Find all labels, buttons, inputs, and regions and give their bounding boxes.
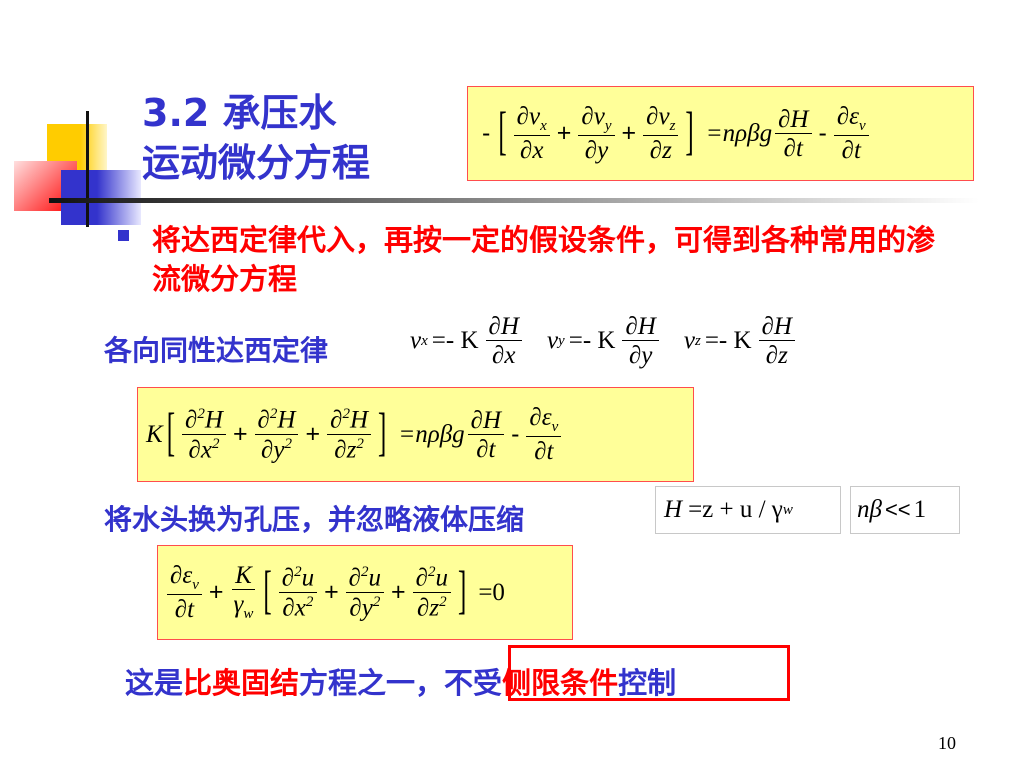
rhs-coefficient: =nρβg xyxy=(398,420,465,448)
plus-sign: + xyxy=(324,578,339,606)
fraction-deps-dt: ∂εv ∂t xyxy=(167,563,202,622)
conclusion-part: 不受 xyxy=(444,666,503,700)
left-bracket: [ xyxy=(166,405,176,462)
right-bracket: ] xyxy=(378,405,387,462)
logo-blue-square xyxy=(61,170,141,225)
substitution-label: 将水头换为孔压，并忽略液体压缩 xyxy=(104,503,525,536)
fraction-d2u-dy2: ∂2u ∂y2 xyxy=(345,565,385,620)
minus-sign: - xyxy=(818,119,827,147)
fraction-dvz-dz: ∂vz ∂z xyxy=(643,104,679,163)
plus-sign: + xyxy=(556,119,572,147)
plus-sign: + xyxy=(232,420,248,448)
head-equation-box: K [ ∂2H ∂x2 + ∂2H ∂y2 + ∂2H ∂z2 ] =nρβg … xyxy=(137,387,694,482)
plus-sign: + xyxy=(208,578,224,606)
left-bracket: [ xyxy=(263,563,272,620)
minus-sign: - xyxy=(511,420,520,448)
fraction-dH-dt: ∂H ∂t xyxy=(467,408,505,462)
bullet-text: 将达西定律代入，再按一定的假设条件，可得到各种常用的渗流微分方程 xyxy=(152,223,936,296)
plus-sign: + xyxy=(621,119,637,147)
fraction-dvx-dx: ∂vx ∂x xyxy=(513,104,550,163)
highlight-rectangle xyxy=(508,645,790,701)
fraction-k-gammaw: K γw xyxy=(232,562,255,622)
fraction-dvy-dy: ∂vy ∂y xyxy=(578,104,615,163)
conclusion-part: 方程之一， xyxy=(299,666,445,700)
title-line-1: 3.2 承压水 xyxy=(142,91,337,135)
fraction-d2H-dy2: ∂2H ∂y2 xyxy=(254,407,299,462)
continuity-equation-box: - [ ∂vx ∂x + ∂vy ∂y + ∂vz ∂z ] =nρβg ∂H … xyxy=(467,86,974,181)
bullet-square-icon xyxy=(118,230,129,241)
plus-sign: + xyxy=(391,578,406,606)
fraction-deps-dt: ∂εv ∂t xyxy=(833,104,869,163)
fraction-d2H-dx2: ∂2H ∂x2 xyxy=(182,407,226,462)
rhs-zero: =0 xyxy=(478,578,505,606)
title-divider-line xyxy=(49,198,979,203)
conclusion-part: 控制 xyxy=(618,666,677,700)
right-bracket: ] xyxy=(685,104,694,161)
right-bracket: ] xyxy=(458,563,467,620)
conclusion-text: 这是比奥固结方程之一，不受侧限条件控制 xyxy=(125,660,676,702)
fraction-deps-dt: ∂εv ∂t xyxy=(526,405,562,464)
minus-sign: - xyxy=(482,119,491,147)
fraction-dH-dt: ∂H ∂t xyxy=(775,107,812,161)
plus-sign: + xyxy=(305,420,321,448)
biot-consolidation-text: 比奥固结 xyxy=(183,666,300,700)
logo-vertical-line xyxy=(86,111,89,227)
fraction-d2u-dx2: ∂2u ∂x2 xyxy=(278,565,318,620)
title-line-2: 运动微分方程 xyxy=(142,141,371,185)
slide-title: 3.2 承压水 运动微分方程 xyxy=(142,88,370,188)
darcy-law-label: 各向同性达西定律 xyxy=(104,334,329,367)
rhs-coefficient: =nρβg xyxy=(705,119,773,147)
fraction-d2H-dz2: ∂2H ∂z2 xyxy=(327,407,371,462)
compressibility-condition-box: nβ << 1 xyxy=(850,486,960,534)
lateral-confinement-text: 侧限条件 xyxy=(502,666,619,700)
fraction-d2u-dz2: ∂2u ∂z2 xyxy=(412,565,451,620)
pore-pressure-equation-box: ∂εv ∂t + K γw [ ∂2u ∂x2 + ∂2u ∂y2 + ∂2u … xyxy=(157,545,573,640)
conclusion-part: 这是 xyxy=(125,666,184,700)
page-number: 10 xyxy=(938,733,956,753)
left-bracket: [ xyxy=(498,104,507,161)
k-coefficient: K xyxy=(146,420,163,448)
